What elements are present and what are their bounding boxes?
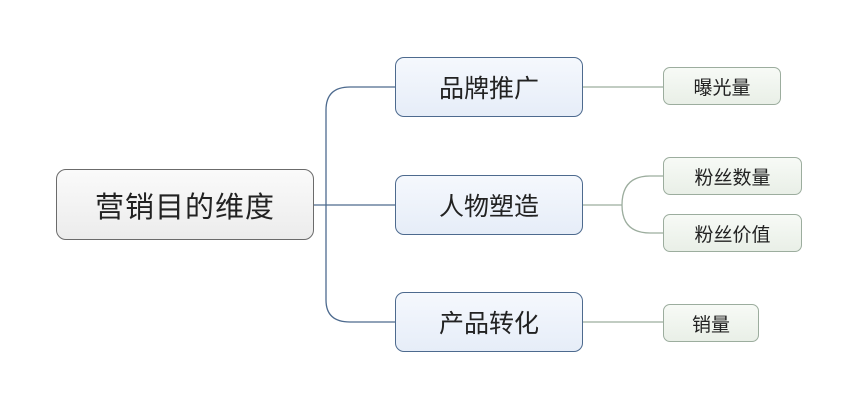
branch-node-product-conversion[interactable]: 产品转化 [395, 292, 583, 352]
leaf-node-follower-count[interactable]: 粉丝数量 [663, 157, 802, 195]
branch-node-brand-promotion[interactable]: 品牌推广 [395, 57, 583, 117]
connector-branch2-to-leaves [583, 175, 663, 234]
leaf-node-follower-value[interactable]: 粉丝价值 [663, 214, 802, 252]
leaf-node-exposure[interactable]: 曝光量 [663, 67, 781, 105]
root-node[interactable]: 营销目的维度 [56, 169, 314, 240]
leaf-node-sales[interactable]: 销量 [663, 304, 759, 342]
connector-root-to-branches [314, 86, 395, 323]
branch-node-persona-building[interactable]: 人物塑造 [395, 175, 583, 235]
